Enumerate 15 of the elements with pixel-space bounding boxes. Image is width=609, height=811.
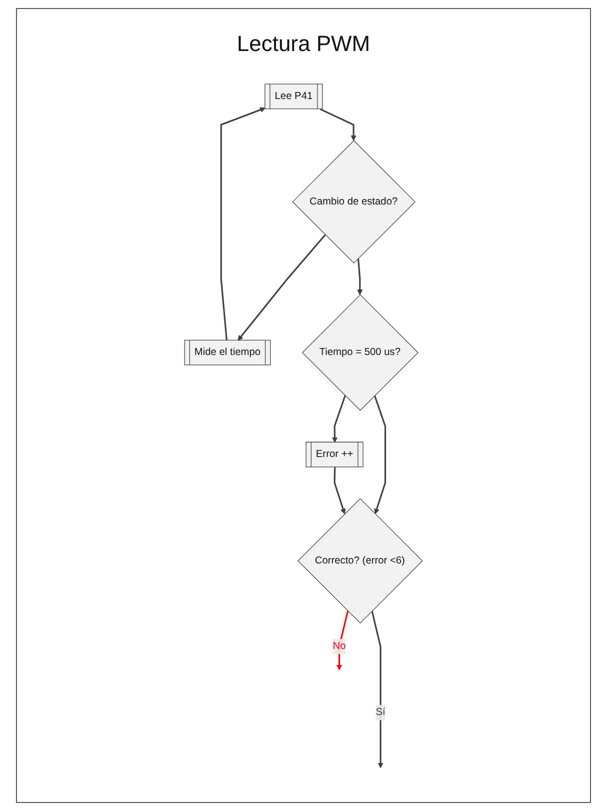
arrow	[374, 395, 386, 514]
arrow	[220, 107, 266, 341]
diagram-title: Lectura PWM	[236, 31, 372, 57]
node-diamond: Cambio de estado?	[292, 140, 416, 264]
arrow	[334, 467, 346, 514]
arrow	[332, 395, 346, 443]
arrow	[238, 234, 326, 341]
edge-label: No	[332, 640, 346, 652]
arrow	[336, 610, 349, 670]
edge-label: Sí	[376, 706, 386, 718]
arrow	[320, 108, 356, 141]
node-diamond: Tiempo = 500 us?	[302, 294, 418, 411]
arrow	[357, 258, 363, 296]
node-diamond: Correcto? (error <6)	[298, 498, 423, 624]
arrow	[371, 610, 384, 768]
